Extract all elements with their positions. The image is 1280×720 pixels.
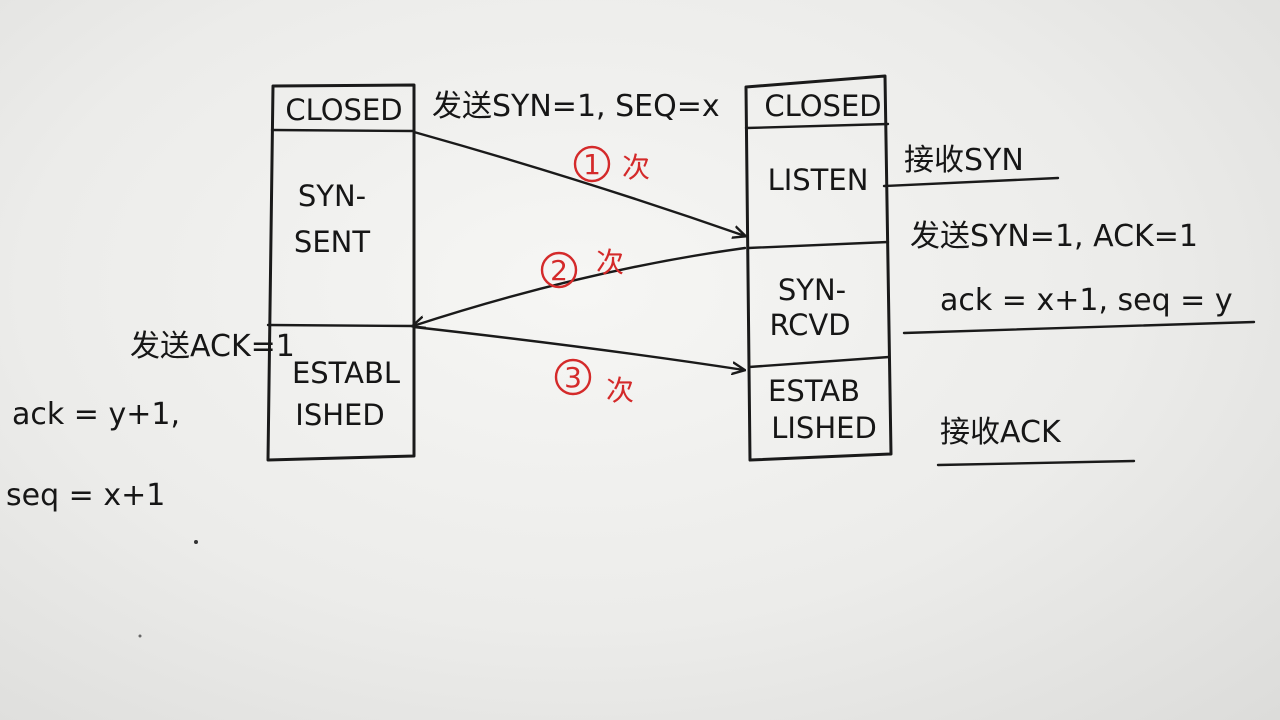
server-divider-listen [746,240,890,250]
step-annotation-2: 2 次 [540,246,624,289]
note-client-seq: seq = x+1 [6,478,165,513]
arrow-step-1-syn [412,130,745,236]
note-ack-seq: ack = x+1, seq = y [940,283,1233,318]
underline-syn-ack [902,320,1256,335]
step-2-label: 次 [596,246,624,279]
step-3-number: 3 [564,361,582,394]
step-annotation-1: 1 次 [573,145,650,184]
note-send-syn-ack: 发送SYN=1, ACK=1 [910,219,1198,254]
step-3-label: 次 [606,374,634,407]
note-client-ack: ack = y+1, [12,397,180,432]
server-column-border [744,74,893,462]
server-divider-syn-rcvd [747,355,891,369]
server-state-syn-rcvd-2: RCVD [769,308,850,342]
note-server-receive-syn: 接收SYN [904,143,1024,178]
client-state-closed: CLOSED [285,93,402,127]
step-2-circle [540,251,578,289]
client-column-border [266,83,416,462]
client-state-established-2: ISHED [295,398,384,432]
step-1-number: 1 [583,148,601,181]
client-state-established-1: ESTABL [292,356,400,390]
pencil-dot [138,634,142,638]
step-annotation-3: 3 次 [554,358,634,407]
note-server-receive-ack: 接收ACK [940,415,1062,450]
server-state-established-2: LISHED [771,411,877,445]
server-state-listen: LISTEN [768,163,869,197]
client-state-column: CLOSED SYN- SENT ESTABL ISHED [266,83,416,462]
step-2-number: 2 [550,254,568,287]
underline-receive-ack [936,459,1136,467]
server-state-column: CLOSED LISTEN SYN- RCVD ESTAB LISHED [744,74,893,462]
note-client-send-ack: 发送ACK=1 [130,329,295,364]
arrow-step-3-ack [412,325,744,370]
arrow-step-2-syn-ack [413,246,747,326]
note-send-syn: 发送SYN=1, SEQ=x [432,89,720,124]
client-state-syn-sent-1: SYN- [298,179,366,213]
server-state-established-1: ESTAB [768,374,860,408]
underline-receive-syn [882,176,1060,188]
server-state-closed: CLOSED [764,89,881,123]
pencil-dot [194,540,198,544]
server-state-syn-rcvd-1: SYN- [778,273,846,307]
step-1-circle [573,145,611,183]
client-divider-syn-sent [266,323,415,328]
client-divider-closed [270,128,416,133]
step-3-circle [554,358,592,396]
client-state-syn-sent-2: SENT [294,225,370,259]
step-1-label: 次 [622,151,650,184]
server-divider-closed [744,122,890,130]
